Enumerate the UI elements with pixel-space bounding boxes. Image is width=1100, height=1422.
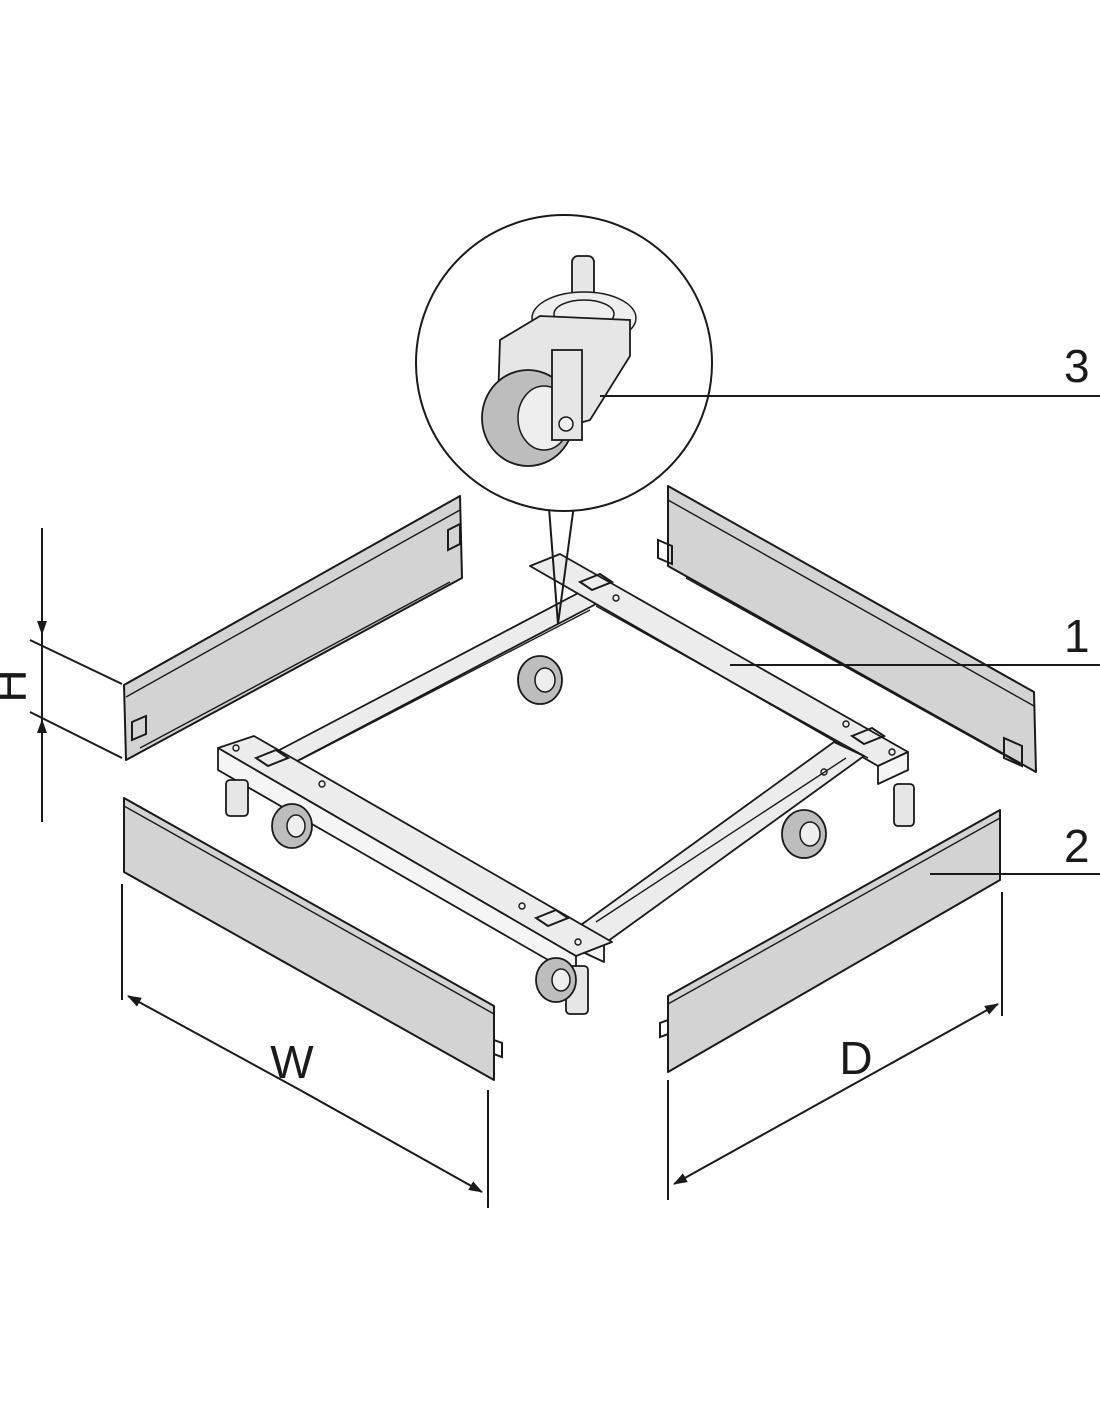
callout-label-1: 1: [1064, 610, 1090, 662]
side-panel-front-right: [659, 809, 1001, 1073]
height-dimension-label: H: [0, 669, 36, 702]
height-dimension: [29, 528, 123, 822]
callout-label-2: 2: [1064, 820, 1090, 872]
width-dimension-label: W: [270, 1036, 314, 1088]
side-panel-back-right: [657, 485, 1037, 773]
depth-dimension: [667, 892, 1003, 1200]
caster-detail-callout: [415, 214, 713, 625]
callout-label-3: 3: [1064, 340, 1090, 392]
width-dimension: [121, 884, 489, 1208]
side-panel-back-left: [123, 495, 463, 761]
side-panel-front-left: [123, 797, 503, 1081]
caster-base-frame: [217, 553, 915, 1015]
depth-dimension-label: D: [839, 1032, 872, 1084]
